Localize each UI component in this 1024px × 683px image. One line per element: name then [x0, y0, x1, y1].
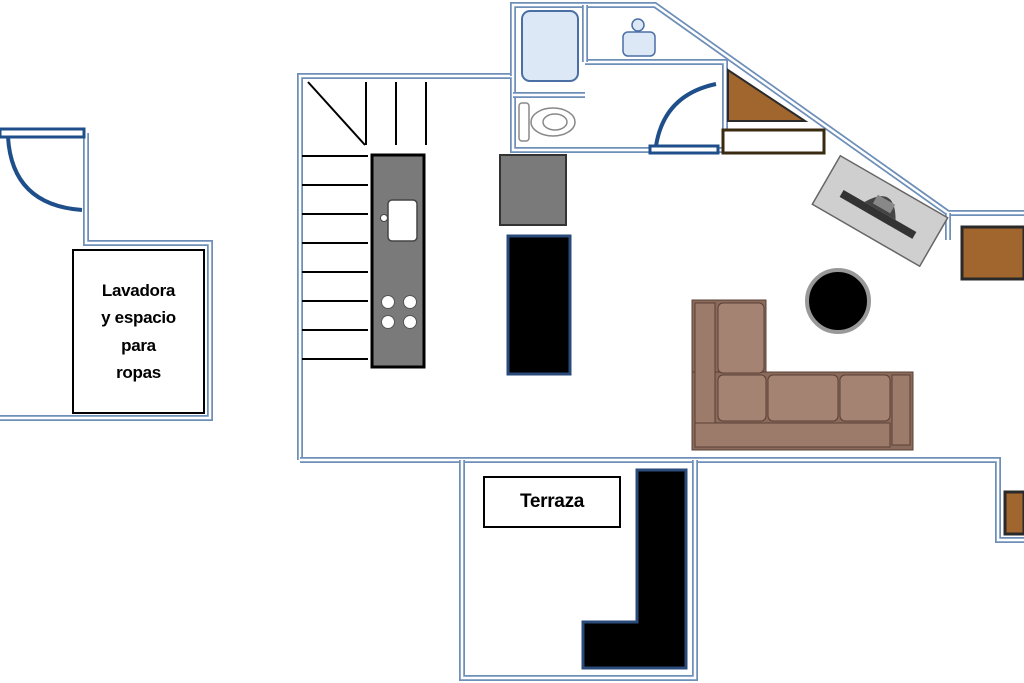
door-swing-icon [6, 136, 83, 212]
kitchen-counter [370, 153, 426, 369]
washbasin-icon [622, 18, 656, 57]
kitchen-island [506, 234, 572, 376]
door-swing-icon [654, 82, 717, 147]
cooktop-icon [381, 295, 417, 329]
stairs-icon [302, 81, 427, 360]
storage-shelf [721, 128, 826, 155]
coffee-table-icon [805, 268, 871, 334]
laundry-label: Lavadora y espacio para ropas [72, 249, 205, 414]
wood-cabinet-lower [1003, 490, 1024, 536]
terrace-label-text: Terraza [519, 491, 585, 512]
shower-icon [521, 10, 579, 82]
sink-icon [380, 199, 418, 242]
wall-bath-inner [585, 59, 728, 148]
sofa-icon [691, 299, 914, 451]
laundry-door-panel [0, 127, 86, 139]
storage-triangle [727, 68, 809, 122]
terrace-label: Terraza [483, 476, 621, 528]
laundry-label-text: Lavadora y espacio para ropas [101, 281, 176, 382]
bathroom-door-panel [648, 144, 720, 155]
terrace-bench [581, 468, 688, 670]
toilet-icon [518, 102, 576, 142]
wood-cabinet-right [960, 225, 1024, 281]
appliance-box [499, 154, 567, 226]
tv-icon [811, 154, 949, 268]
